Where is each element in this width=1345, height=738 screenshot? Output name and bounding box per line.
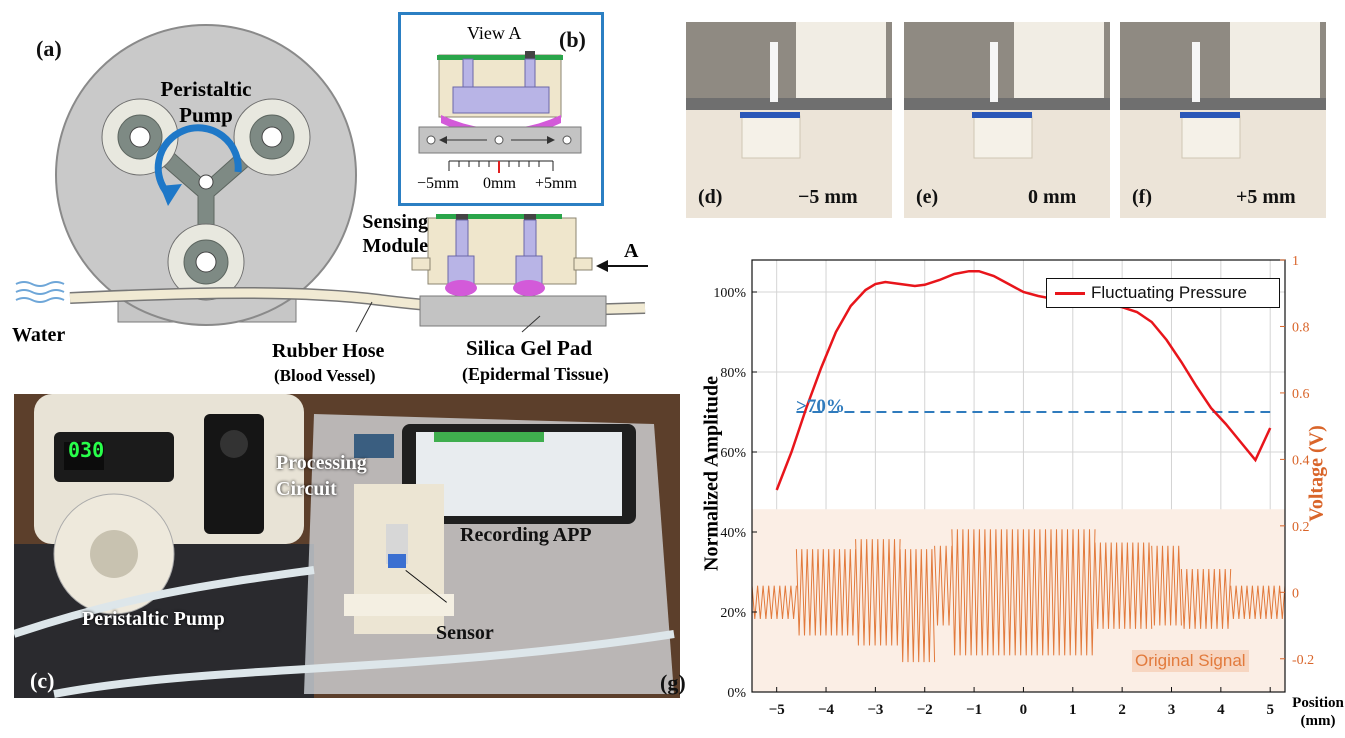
y-tick-label: 0% <box>727 686 746 701</box>
y-tick-label: 20% <box>720 606 746 621</box>
pump-label: Peristaltic Pump <box>82 608 225 630</box>
panel-label-b: (b) <box>559 27 586 52</box>
photo-position: −5 mm <box>798 186 858 208</box>
x-tick-label: 5 <box>1266 702 1274 718</box>
pump-title: Peristaltic Pump <box>160 77 252 127</box>
original-signal-segment <box>951 529 1096 656</box>
x-tick-label: 2 <box>1118 702 1126 718</box>
y-right-tick-label: 1 <box>1292 254 1299 269</box>
view-a-drawing <box>418 51 582 173</box>
x-tick-label: −2 <box>917 702 933 718</box>
original-signal-segment <box>934 545 953 626</box>
photo-label: (e) <box>916 186 939 208</box>
panel-label-g: (g) <box>660 670 686 695</box>
y-right-tick-label: 0.8 <box>1292 320 1310 335</box>
pad-sublabel: (Epidermal Tissue) <box>462 364 609 384</box>
fluctuating-pressure-line <box>775 269 1272 491</box>
y-right-tick-label: 0.4 <box>1292 453 1310 468</box>
original-signal-segment <box>795 549 857 636</box>
plot-frame <box>751 259 1286 693</box>
panel-label-c: (c) <box>30 668 55 693</box>
original-signal-segment <box>1230 585 1286 619</box>
panel-a: (a) Peristaltic Pump Water Sensing Modul… <box>0 0 680 390</box>
scale-mid: 0mm <box>483 175 516 192</box>
sensing-module-label: Sensing Module <box>362 211 428 257</box>
photo-f: (f) +5 mm <box>1120 22 1326 218</box>
x-tick-label: −1 <box>966 702 982 718</box>
photo-d: (d) −5 mm <box>686 22 892 218</box>
view-arrow-label: A <box>624 240 639 262</box>
original-signal-segment <box>751 585 797 619</box>
y-tick-label: 40% <box>720 526 746 541</box>
original-signal-segment <box>899 549 936 663</box>
photo-label: (f) <box>1132 186 1152 208</box>
original-signal-segment <box>1094 542 1153 629</box>
x-tick-label: −4 <box>818 702 835 718</box>
panel-label-a: (a) <box>36 36 62 61</box>
photo-e: (e) 0 mm <box>904 22 1110 218</box>
hose-label: Rubber Hose <box>272 340 385 362</box>
legend-label: Fluctuating Pressure <box>1091 283 1247 302</box>
panel-b: View A (b) −5mm 0mm +5mm <box>398 12 604 206</box>
y-axis-title: Normalized Amplitude <box>700 376 723 571</box>
y-right-tick-label: 0 <box>1292 586 1299 601</box>
legend: Fluctuating Pressure <box>1046 278 1280 308</box>
photo-label: (d) <box>698 186 723 208</box>
recording-app-label: Recording APP <box>460 524 592 546</box>
x-tick-label: −3 <box>867 702 883 718</box>
water-label: Water <box>12 324 66 346</box>
hose-sublabel: (Blood Vessel) <box>274 366 376 385</box>
x-tick-label: −5 <box>769 702 785 718</box>
y-right-tick-label: 0.6 <box>1292 387 1310 402</box>
processing-circuit-label: Processing Circuit <box>276 452 367 500</box>
amplitude-chart: −5 −4 −3 −2 −1 0 1 2 3 4 5 0% 20% 40% 60% 80% 100% -0.2 0 0… <box>713 254 1314 718</box>
panel-g: −5 −4 −3 −2 −1 0 1 2 3 4 5 0% 20% 40% 60% 80% 100% -0.2 0 0… <box>660 250 1345 738</box>
pump-display: 030 <box>68 438 105 462</box>
y-tick-label: 100% <box>713 286 746 301</box>
y-right-tick-label: 0.2 <box>1292 520 1310 535</box>
photo-position: 0 mm <box>1028 186 1077 208</box>
x-axis-title: Position(mm) <box>1292 695 1344 729</box>
photo-position: +5 mm <box>1236 186 1296 208</box>
y-tick-label: 60% <box>720 446 746 461</box>
scale-left: −5mm <box>417 175 459 192</box>
signal-label: Original Signal <box>1132 650 1249 672</box>
pad-label: Silica Gel Pad <box>466 336 592 360</box>
x-tick-label: 3 <box>1168 702 1176 718</box>
original-signal-segment <box>855 539 901 646</box>
x-tick-label: 0 <box>1020 702 1028 718</box>
sensor-label: Sensor <box>436 622 494 644</box>
view-a-title: View A <box>467 23 522 43</box>
pump-schematic <box>15 24 648 333</box>
x-tick-label: 1 <box>1069 702 1077 718</box>
threshold-label: >70% <box>796 396 845 417</box>
y-right-tick-label: -0.2 <box>1292 653 1314 668</box>
x-tick-label: 4 <box>1217 702 1225 718</box>
photo-row: (d) −5 mm (e) 0 mm (f) +5 mm <box>686 22 1326 218</box>
y-right-axis-title: Voltage (V) <box>1305 425 1328 522</box>
legend-swatch <box>1055 292 1085 295</box>
original-signal-segment <box>1151 545 1182 626</box>
original-signal-segment <box>1180 568 1232 629</box>
y-tick-label: 80% <box>720 366 746 381</box>
scale-right: +5mm <box>535 175 577 192</box>
panel-c-photo: 030 Processing Circuit Recording APP Per… <box>14 394 680 698</box>
